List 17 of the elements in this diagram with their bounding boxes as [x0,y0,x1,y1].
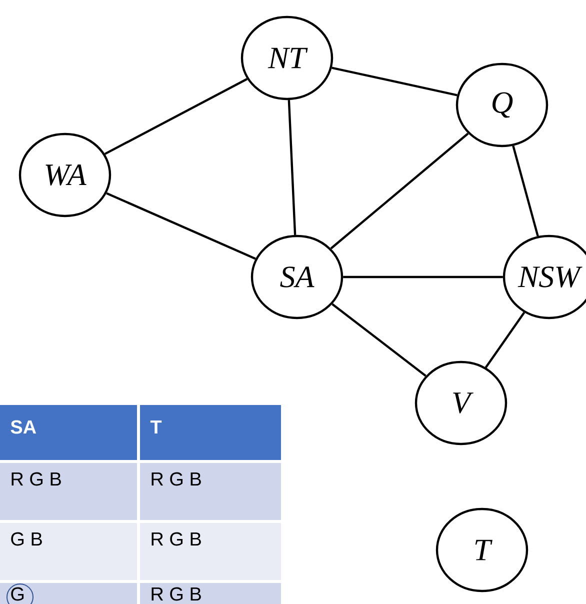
edge-line [484,312,526,368]
edge-line [106,192,256,260]
header-cell: SA [0,405,137,460]
table-cell: R G B [140,463,281,520]
edge-line [512,146,539,236]
table-cell: R G B [140,523,281,580]
edge-line [104,78,248,155]
edge-line [288,100,296,235]
edge-line [332,66,458,96]
table-cell: R G B [0,463,137,520]
edge-line [330,132,469,250]
edge-line [343,276,503,278]
table-cell: G B [0,523,137,580]
table-cell: G [0,583,137,604]
edge-line [332,303,426,377]
header-cell: T [140,405,281,460]
table-cell: R G B [140,583,281,604]
